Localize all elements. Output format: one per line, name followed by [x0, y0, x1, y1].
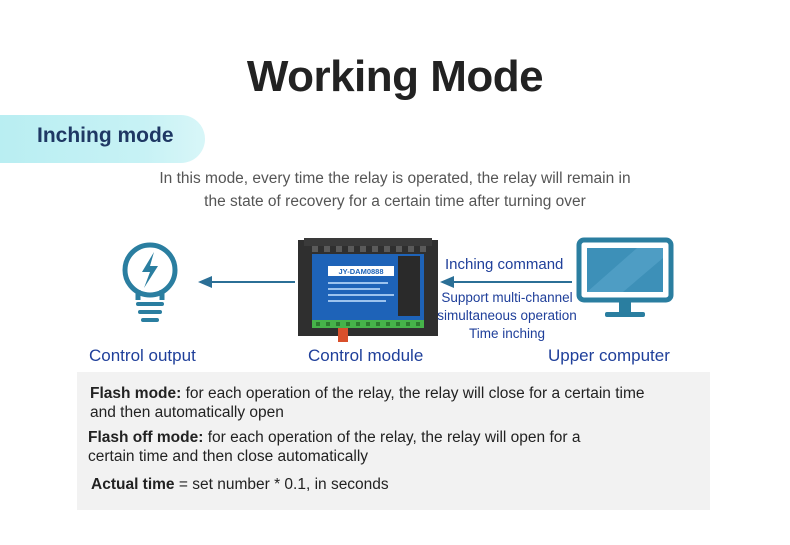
device-label: JY-DAM0888 [338, 267, 383, 276]
support-line-3: Time inching [468, 326, 546, 341]
flash-off-text-2: certain time and then close automaticall… [88, 448, 369, 465]
upper-computer-caption: Upper computer [548, 346, 670, 365]
flash-off-line-1: Flash off mode: for each operation of th… [88, 428, 580, 447]
description-line-2: the state of recovery for a certain time… [204, 193, 586, 210]
actual-time-text: = set number * 0.1, in seconds [174, 476, 389, 493]
command-arrow [440, 276, 572, 288]
control-output-caption: Control output [89, 346, 196, 365]
flash-off-text-1: for each operation of the relay, the rel… [203, 429, 581, 446]
flash-off-label: Flash off mode: [88, 429, 204, 446]
flash-mode-label: Flash mode: [90, 385, 182, 402]
flash-mode-line-1: Flash mode: for each operation of the re… [90, 384, 645, 403]
flash-mode-text-2: and then automatically open [90, 404, 284, 421]
support-line-1: Support multi-channel [441, 290, 573, 305]
actual-time-label: Actual time [91, 476, 175, 493]
flash-mode-text-1: for each operation of the relay, the rel… [181, 385, 645, 402]
actual-time-line: Actual time = set number * 0.1, in secon… [91, 475, 389, 494]
page-title: Working Mode [246, 52, 544, 101]
mode-description: In this mode, every time the relay is op… [100, 167, 690, 213]
description-line-1: In this mode, every time the relay is op… [159, 170, 631, 187]
section-tab-label: Inching mode [37, 124, 174, 147]
relay-module-image: JY-DAM0888 [298, 238, 438, 342]
lightbulb-icon [122, 242, 178, 322]
mode-details-panel [77, 372, 710, 510]
monitor-icon [576, 237, 674, 317]
section-tab-background [0, 115, 205, 163]
inching-command-label: Inching command [445, 256, 564, 273]
support-text: Support multi-channel simultaneous opera… [432, 289, 582, 343]
lightning-bolt-icon [142, 252, 158, 288]
control-module-caption: Control module [308, 346, 424, 365]
support-line-2: simultaneous operation [437, 308, 577, 323]
output-arrow [198, 276, 295, 288]
